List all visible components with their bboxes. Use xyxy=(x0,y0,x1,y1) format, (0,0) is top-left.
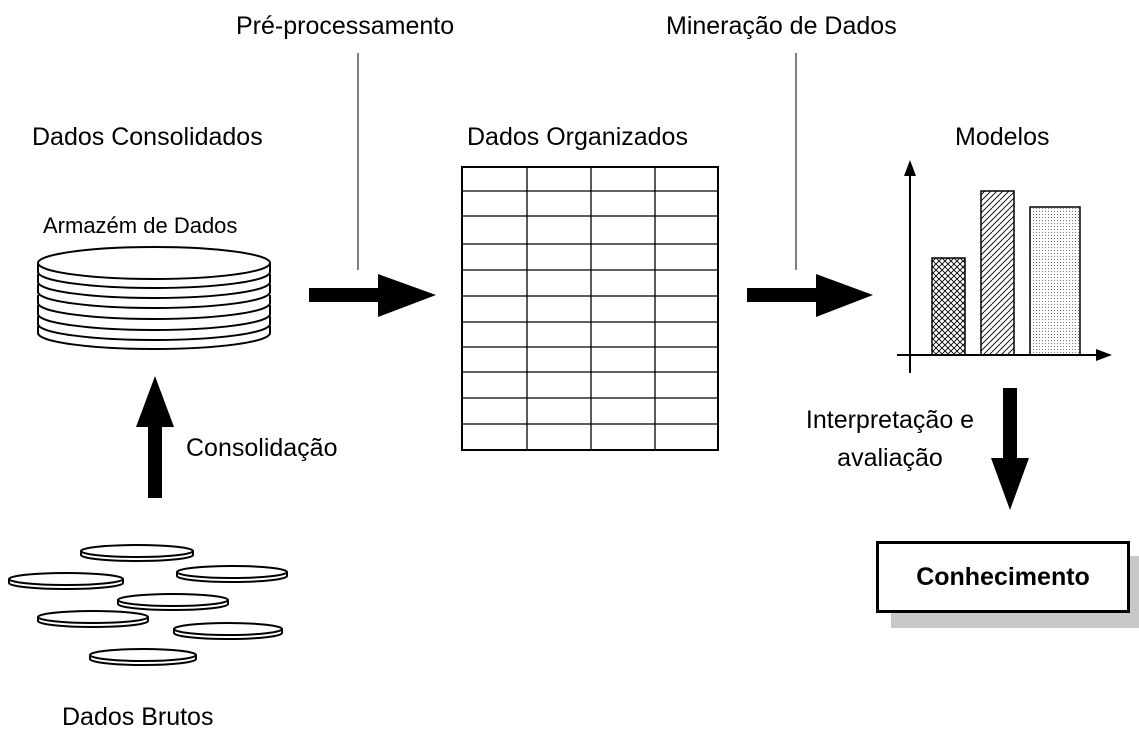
consolidated-data-label: Dados Consolidados xyxy=(32,123,263,151)
consolidation-label: Consolidação xyxy=(186,434,338,462)
raw-disk xyxy=(80,544,194,562)
preprocessing-label: Pré-processamento xyxy=(236,12,455,40)
warehouse-label: Armazém de Dados xyxy=(43,213,238,238)
consolidation-arrow-icon xyxy=(136,376,174,498)
knowledge-box: Conhecimento xyxy=(876,541,1130,613)
raw-disk xyxy=(37,610,149,628)
database-stack-icon xyxy=(37,246,271,350)
data-mining-label: Mineração de Dados xyxy=(666,12,897,40)
knowledge-label: Conhecimento xyxy=(916,562,1090,591)
chart-x-arrowhead xyxy=(1096,349,1112,361)
table-grid-icon xyxy=(461,166,719,451)
raw-disk xyxy=(176,565,288,583)
raw-disk xyxy=(8,572,124,590)
bar-chart-icon xyxy=(897,160,1112,373)
interpretation-label-line2: avaliação xyxy=(837,444,943,472)
data-mining-arrow-icon xyxy=(747,274,873,317)
interpretation-arrow-icon xyxy=(991,388,1029,510)
interpretation-label-line1: Interpretação e xyxy=(805,406,975,434)
organized-data-label: Dados Organizados xyxy=(467,123,688,151)
raw-data-label: Dados Brutos xyxy=(62,703,214,731)
chart-bar xyxy=(980,190,1015,356)
chart-bar xyxy=(931,257,966,356)
scattered-disks-icon xyxy=(8,544,288,666)
chart-y-arrowhead xyxy=(904,160,916,176)
preprocessing-arrow-icon xyxy=(309,274,436,317)
chart-bar xyxy=(1029,206,1081,356)
raw-disk xyxy=(117,593,229,611)
raw-disk xyxy=(173,622,283,640)
raw-disk xyxy=(89,648,197,666)
models-label: Modelos xyxy=(955,123,1050,151)
